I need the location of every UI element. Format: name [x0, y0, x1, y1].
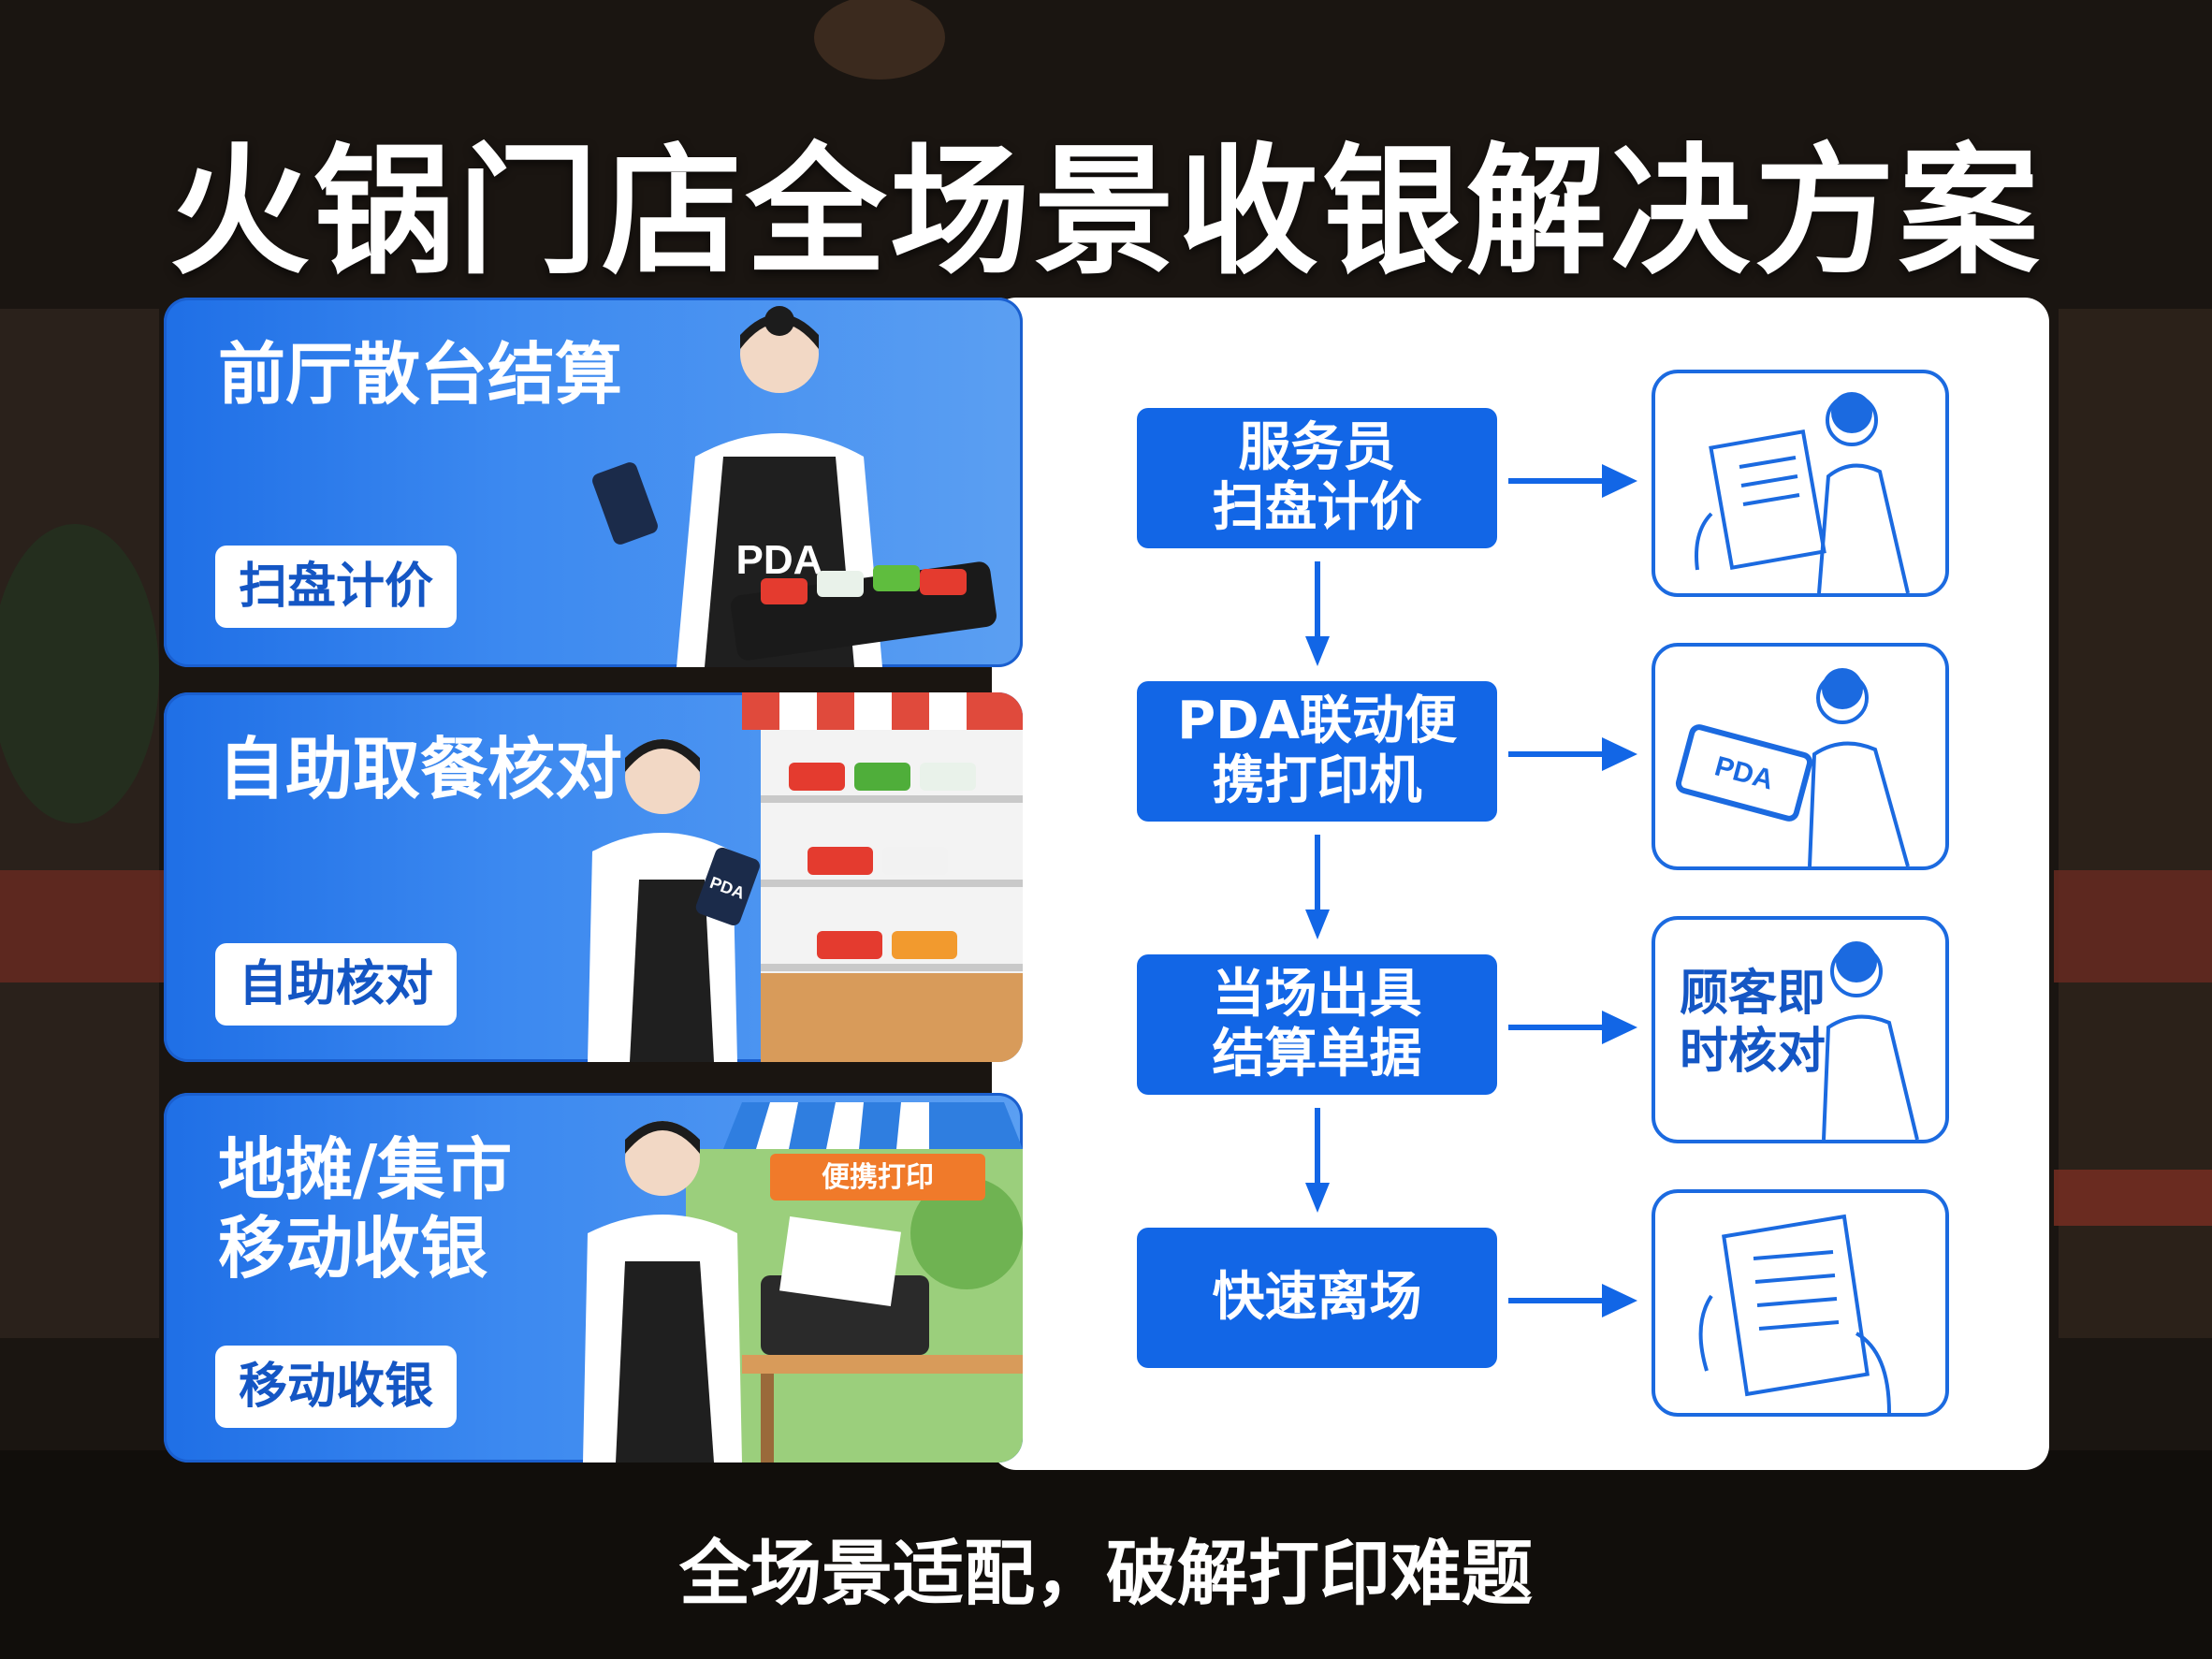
pda-holding-icon: PDA: [1652, 643, 1949, 870]
card-title: 前厅散台结算: [218, 335, 623, 414]
slogan: 全场景适配，破解打印难题: [679, 1532, 1533, 1615]
step-quick-leave: 快速离场: [1137, 1228, 1497, 1368]
pda-badge-label: PDA: [1711, 750, 1777, 795]
right-arrow-icon: [1508, 1011, 1637, 1044]
card-tag: 自助核对: [215, 943, 457, 1026]
right-arrow-icon: [1508, 737, 1637, 771]
down-arrow-icon: [1305, 1108, 1330, 1213]
step-pda-printer: PDA联动便 携打印机: [1137, 681, 1497, 822]
waiter-tray-illustration: PDA: [592, 306, 997, 667]
down-arrow-icon: [1305, 835, 1330, 939]
buffet-check-illustration: PDA: [588, 692, 1023, 1062]
card-title: 自助取餐核对: [218, 730, 623, 808]
market-printer-illustration: 便携打印: [583, 1102, 1023, 1463]
customer-check-icon: 顾客即 时核对: [1652, 916, 1949, 1143]
right-arrow-icon: [1508, 464, 1637, 498]
right-arrow-icon: [1508, 1284, 1637, 1317]
receipt-hand-icon: [1652, 1189, 1949, 1417]
page-title: 火锅门店全场景收银解决方案: [168, 131, 2043, 294]
step-waiter-scan: 服务员 扫盘计价: [1137, 408, 1497, 548]
pda-apron-label: PDA: [736, 537, 823, 583]
card-tag: 移动收银: [215, 1346, 457, 1428]
portable-print-sign: 便携打印: [822, 1162, 934, 1193]
down-arrow-icon: [1305, 561, 1330, 666]
receipt-reading-icon: [1652, 370, 1949, 597]
card-tag: 扫盘计价: [215, 546, 457, 628]
scenario-card-self-service: 自助取餐核对 自助核对 PDA: [164, 692, 1023, 1062]
step-issue-receipt: 当场出具 结算单据: [1137, 954, 1497, 1095]
card-title: 地摊/集市 移动收银: [218, 1130, 513, 1288]
scenario-card-front-hall: 前厅散台结算 扫盘计价 PDA: [164, 298, 1023, 667]
customer-check-text: 顾客即 时核对: [1680, 966, 1826, 1080]
scenario-card-market-stall: 地摊/集市 移动收银 移动收银 便携打印: [164, 1093, 1023, 1463]
